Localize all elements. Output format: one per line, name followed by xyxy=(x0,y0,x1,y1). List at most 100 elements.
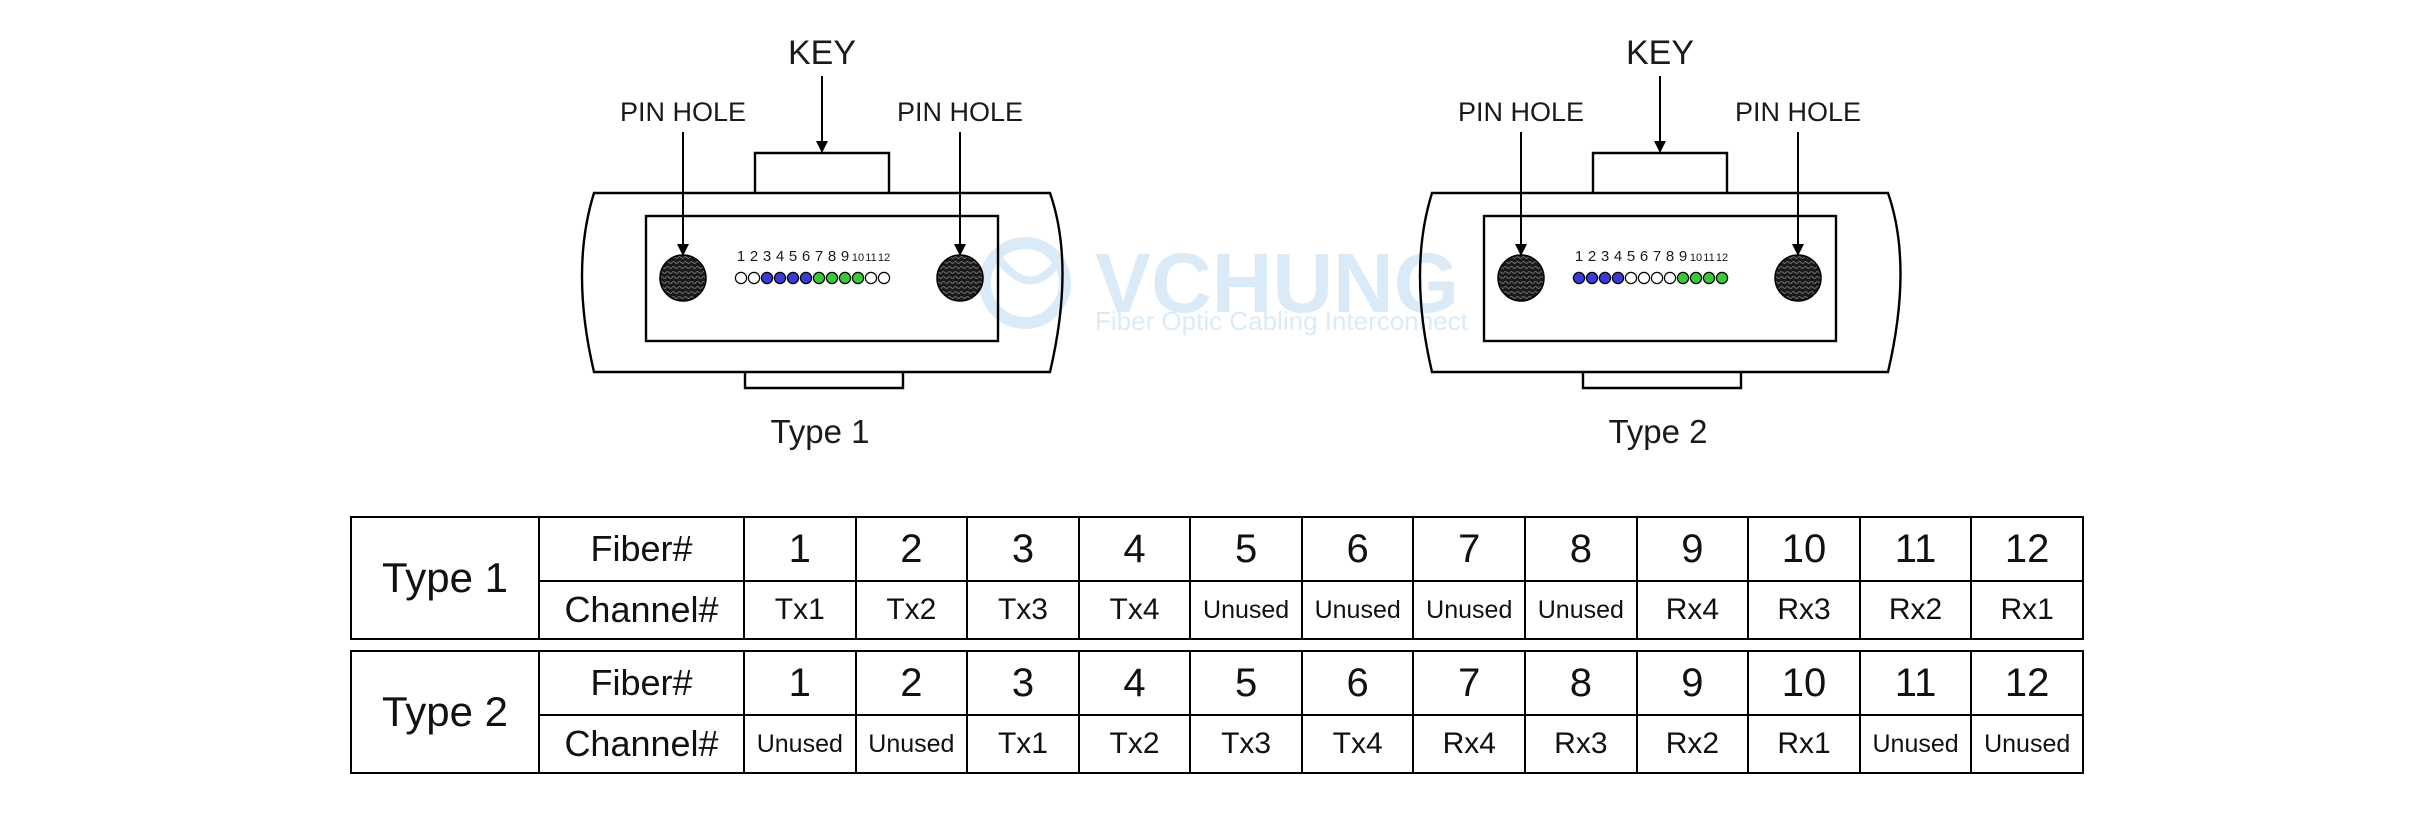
fiber-7-icon xyxy=(1650,271,1664,285)
fiber-8-icon xyxy=(1663,271,1677,285)
fiber-number-label: 8 xyxy=(1666,248,1674,265)
fiber-number-label: 12 xyxy=(878,252,890,264)
pin-hole-left-label: PIN HOLE xyxy=(620,97,746,127)
fiber-number-label: 2 xyxy=(1588,248,1596,265)
channel-cell: Unused xyxy=(1300,580,1415,640)
fiber-cell: 9 xyxy=(1635,515,1750,583)
watermark-brand: VCHUNG xyxy=(1095,236,1459,330)
channel-cell: Tx3 xyxy=(966,580,1080,640)
pin-hole-right-icon xyxy=(936,254,984,302)
fiber-8-icon xyxy=(825,271,839,285)
fiber-cell: 11 xyxy=(1858,515,1973,583)
fiber-number-label: 6 xyxy=(1640,248,1648,265)
fiber-7-icon xyxy=(812,271,826,285)
fiber-cell: 6 xyxy=(1300,649,1415,717)
fiber-11-icon xyxy=(864,271,878,285)
fiber-cell: 7 xyxy=(1412,515,1527,583)
ferrule xyxy=(1482,214,1838,343)
fiber-cell: 2 xyxy=(854,649,969,717)
key-tab xyxy=(1591,151,1729,193)
pin-hole-right-label: PIN HOLE xyxy=(897,97,1023,127)
fiber-cell: 5 xyxy=(1189,515,1303,583)
watermark: VCHUNG Fiber Optic Cabling Interconnect xyxy=(979,236,1469,336)
channel-cell: Unused xyxy=(1970,714,2084,774)
fiber-number-label: 4 xyxy=(776,248,784,265)
fiber-number-label: 1 xyxy=(737,248,745,265)
fiber-cell: 4 xyxy=(1077,649,1192,717)
connector-diagram: VCHUNG Fiber Optic Cabling Interconnect … xyxy=(580,34,1902,450)
channel-cell: Tx2 xyxy=(854,580,969,640)
fiber-cell: 7 xyxy=(1412,649,1527,717)
channel-cell: Tx3 xyxy=(1189,714,1303,774)
connector-title: Type 2 xyxy=(1608,413,1707,450)
fiber-number-label: 1 xyxy=(1575,248,1583,265)
bottom-latch xyxy=(1581,372,1743,390)
fiber-10-icon xyxy=(1689,271,1703,285)
fiber-6-icon xyxy=(799,271,813,285)
fiber-cell: 4 xyxy=(1077,515,1192,583)
channel-cell: Rx2 xyxy=(1635,714,1750,774)
fiber-number-label: 4 xyxy=(1614,248,1622,265)
fiber-number-label: 3 xyxy=(1601,248,1609,265)
fiber-12-icon xyxy=(877,271,891,285)
fiber-cell: 8 xyxy=(1524,649,1638,717)
fiber-cell: 10 xyxy=(1747,649,1861,717)
fiber-number-label: 11 xyxy=(1703,252,1714,264)
fiber-number-label: 2 xyxy=(750,248,758,265)
connector-body xyxy=(1418,191,1902,374)
connector-title: Type 1 xyxy=(770,413,869,450)
fiber-array xyxy=(734,271,891,285)
pin-hole-right-icon xyxy=(1774,254,1822,302)
channel-cell: Tx4 xyxy=(1300,714,1415,774)
channel-cell: Tx1 xyxy=(966,714,1080,774)
fiber-cell: 12 xyxy=(1970,515,2084,583)
channel-cell: Rx4 xyxy=(1412,714,1527,774)
fiber-11-icon xyxy=(1702,271,1716,285)
fiber-cell: 5 xyxy=(1189,649,1303,717)
fiber-number-label: 9 xyxy=(1679,248,1687,265)
key-tab xyxy=(753,151,891,193)
key-label: KEY xyxy=(1626,34,1694,72)
fiber-number-label: 10 xyxy=(1690,252,1702,264)
pin-hole-left-label: PIN HOLE xyxy=(1458,97,1584,127)
fiber-9-icon xyxy=(838,271,852,285)
channel-cell: Unused xyxy=(854,714,969,774)
fiber-2-icon xyxy=(747,271,761,285)
channel-cell: Unused xyxy=(1858,714,1973,774)
fiber-number-label: 11 xyxy=(865,252,876,264)
fiber-number-label: 5 xyxy=(789,248,797,265)
fiber-10-icon xyxy=(851,271,865,285)
fiber-number-label: 7 xyxy=(1653,248,1661,265)
fiber-number-label: 5 xyxy=(1627,248,1635,265)
fiber-number-label: 8 xyxy=(828,248,836,265)
fiber-4-icon xyxy=(1611,271,1625,285)
watermark-tagline: Fiber Optic Cabling Interconnect xyxy=(1095,306,1469,336)
fiber-cell: 6 xyxy=(1300,515,1415,583)
channel-cell: Rx1 xyxy=(1970,580,2084,640)
connector-body xyxy=(580,191,1064,374)
channel-cell: Rx2 xyxy=(1858,580,1973,640)
fiber-number-label: 9 xyxy=(841,248,849,265)
key-label: KEY xyxy=(788,34,856,72)
channel-cell: Rx3 xyxy=(1747,580,1861,640)
fiber-cell: 3 xyxy=(966,515,1080,583)
fiber-cell: 1 xyxy=(743,649,857,717)
channel-cell: Tx2 xyxy=(1077,714,1192,774)
fiber-3-icon xyxy=(1598,271,1612,285)
pin-hole-left-icon xyxy=(659,254,707,302)
fiber-1-icon xyxy=(734,271,748,285)
fiber-number-label: 7 xyxy=(815,248,823,265)
channel-cell: Unused xyxy=(1189,580,1303,640)
fiber-number-label: 3 xyxy=(763,248,771,265)
fiber-cell: 12 xyxy=(1970,649,2084,717)
table-type-label: Type 1 xyxy=(350,516,540,640)
fiber-2-icon xyxy=(1585,271,1599,285)
fiber-array xyxy=(1572,271,1729,285)
